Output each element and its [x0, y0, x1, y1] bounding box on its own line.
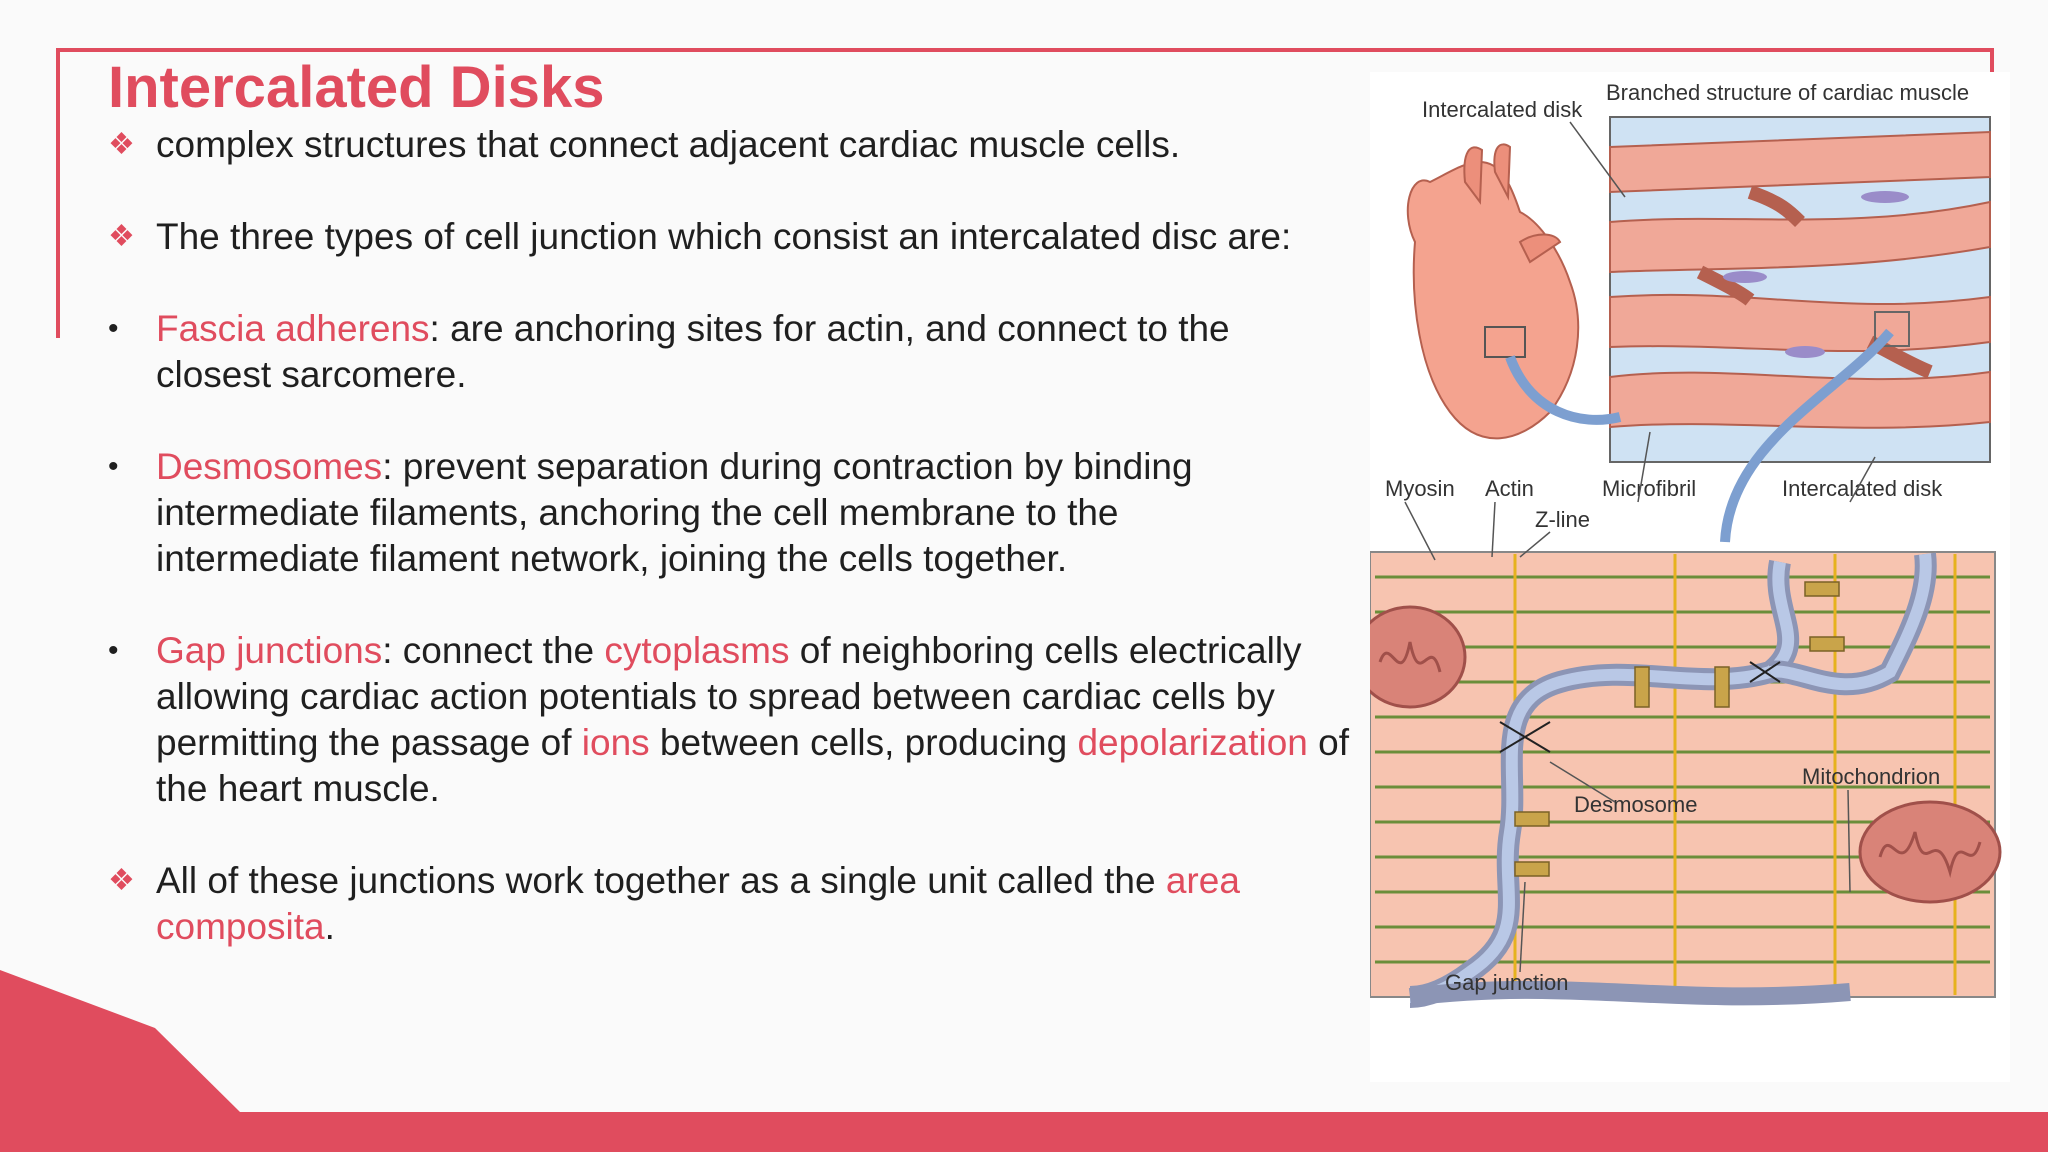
diamond-bullet-icon: ❖	[108, 864, 135, 897]
bullet-desmosomes: • Desmosomes: prevent separation during …	[108, 444, 1296, 582]
bullet-text: of neighboring cells electrically allowi…	[156, 630, 1302, 763]
term-area-composita: area composita	[156, 860, 1240, 947]
bullet-text: of the heart muscle.	[156, 722, 1349, 809]
arrow-muscle-to-detail	[1720, 328, 1894, 543]
frame-right-line	[1990, 48, 1994, 78]
bullet-fascia-adherens: • Fascia adherens: are anchoring sites f…	[108, 306, 1336, 398]
diamond-bullet-icon: ❖	[108, 128, 135, 161]
label-myosin: Myosin	[1385, 476, 1455, 501]
term-ions: ions	[581, 722, 650, 763]
bullet-gap-junctions: • Gap junctions: connect the cytoplasms …	[108, 628, 1406, 812]
bullet-text: between cells, producing	[649, 722, 1078, 763]
bullet-text: The three types of cell junction which c…	[156, 216, 1292, 257]
label-desmosome: Desmosome	[1574, 792, 1697, 817]
diamond-bullet-icon: ❖	[108, 220, 135, 253]
bullet-text: : prevent separation during contraction …	[156, 446, 1193, 579]
label-branched-structure: Branched structure of cardiac muscle	[1606, 80, 1969, 105]
bullet-text: : are anchoring sites for actin, and con…	[156, 308, 1230, 395]
label-mitochondrion: Mitochondrion	[1802, 764, 1940, 789]
decor-bottom-band	[0, 1112, 2048, 1152]
figure-leader-lines	[1404, 121, 1876, 973]
bullet-three-types: ❖ The three types of cell junction which…	[108, 214, 1358, 260]
sarcomere-detail-illustration	[1370, 551, 2002, 1008]
decor-bottom-left	[0, 970, 240, 1112]
bullet-text: complex structures that connect adjacent…	[156, 124, 1181, 165]
label-gap-junction: Gap junction	[1445, 970, 1569, 995]
label-actin: Actin	[1485, 476, 1534, 501]
bullet-text: All of these junctions work together as …	[156, 860, 1166, 901]
heart-illustration	[1406, 143, 1580, 440]
term-desmosomes: Desmosomes	[156, 446, 383, 487]
label-intercalated-disk-top: Intercalated disk	[1422, 97, 1583, 122]
frame-top-line	[56, 48, 1994, 52]
label-z-line: Z-line	[1535, 507, 1590, 532]
label-microfibril: Microfibril	[1602, 476, 1696, 501]
bullet-complex-structures: ❖ complex structures that connect adjace…	[108, 122, 1358, 168]
dot-bullet-icon: •	[108, 312, 119, 345]
term-depolarization: depolarization	[1077, 722, 1308, 763]
term-fascia-adherens: Fascia adherens	[156, 308, 430, 349]
branched-muscle-illustration	[1609, 116, 1991, 463]
frame-left-line	[56, 48, 60, 338]
dot-bullet-icon: •	[108, 634, 119, 667]
term-gap-junctions: Gap junctions	[156, 630, 383, 671]
slide-body: ❖ complex structures that connect adjace…	[108, 122, 1358, 950]
bullet-text: : connect the	[382, 630, 605, 671]
dot-bullet-icon: •	[108, 450, 119, 483]
bullet-text: .	[324, 906, 335, 947]
arrow-heart-to-muscle	[1505, 355, 1622, 425]
cardiac-muscle-figure: Intercalated disk Branched structure of …	[1370, 72, 2010, 1082]
slide-title: Intercalated Disks	[108, 55, 605, 120]
term-cytoplasms: cytoplasms	[604, 630, 790, 671]
bullet-area-composita: ❖ All of these junctions work together a…	[108, 858, 1336, 950]
